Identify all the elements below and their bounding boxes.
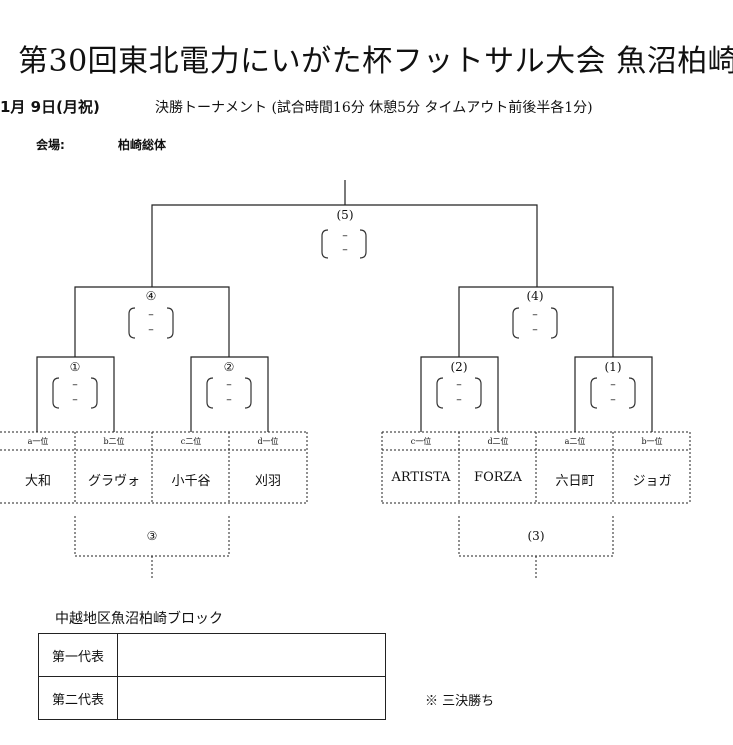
left-qf2-label: ② [223,360,235,374]
team-name: ジョガ [632,474,672,489]
right-semi-score-top: – [532,308,538,321]
left-qf1-label: ① [69,360,81,374]
final-score-bottom: – [342,243,348,256]
rep-value [117,633,386,677]
right-qf2-score-paren [590,377,636,409]
left-semi-score-top: – [148,308,154,321]
right-qf1-score-paren [436,377,482,409]
left-qf1-score-paren [52,377,98,409]
final-label: (5) [336,208,354,222]
left-team-grid [0,431,308,504]
right-qf1-label: (2) [450,360,468,374]
venue-name: 柏崎総体 [118,138,167,152]
right-team-grid [381,431,691,504]
left-qf1-score-bottom: – [72,393,78,406]
team-rank: a二位 [564,437,586,446]
table-row: 第二代表 [38,676,386,720]
right-third-place-label: (3) [527,529,545,543]
right-qf2-line [574,356,653,432]
team-name: ARTISTA [391,470,451,485]
left-third-place-label: ③ [146,529,158,543]
right-semi-score-bottom: – [532,323,538,336]
final-bracket-line [151,204,538,287]
left-qf2-score-bottom: – [226,393,232,406]
page-title: 第30回東北電力にいがた杯フットサル大会 魚沼柏崎 [18,44,733,79]
team-rank: c一位 [410,437,432,446]
final-score-paren [321,229,367,259]
team-name: グラヴォ [87,474,140,489]
left-semi-score-paren [128,307,174,339]
right-qf1-score-top: – [456,378,462,391]
rep-value [117,676,386,720]
tournament-description: 決勝トーナメント (試合時間16分 休憩5分 タイムアウト前後半各1分) [155,100,593,116]
team-rank: a一位 [27,437,49,446]
footnote: ※ 三決勝ち [425,694,495,709]
right-qf1-line [420,356,499,432]
team-rank: b一位 [641,437,663,446]
left-semi-label: ④ [145,289,157,303]
representatives-table: 第一代表 第二代表 [38,633,386,720]
team-name: 六日町 [555,474,595,489]
team-rank: b二位 [103,437,125,446]
right-semi-score-paren [512,307,558,339]
right-qf2-score-bottom: – [610,393,616,406]
team-name: 刈羽 [254,474,281,489]
team-rank: c二位 [180,437,202,446]
rep-label: 第二代表 [38,676,118,720]
venue-label: 会場: [36,138,65,152]
table-row: 第一代表 [38,633,386,677]
right-semi-line [458,286,614,357]
final-score-top: – [342,229,348,242]
team-rank: d二位 [487,437,509,446]
left-qf1-line [36,356,115,432]
block-title: 中越地区魚沼柏崎ブロック [55,611,223,627]
right-qf2-label: (1) [604,360,622,374]
right-qf1-score-bottom: – [456,393,462,406]
team-name: FORZA [474,470,522,485]
team-name: 大和 [24,474,51,489]
right-semi-label: (4) [526,289,544,303]
left-semi-line [74,286,230,357]
tournament-bracket [0,180,691,578]
left-qf1-score-top: – [72,378,78,391]
match-date: 1月 9日(月祝) [0,98,100,116]
right-qf2-score-top: – [610,378,616,391]
rep-label: 第一代表 [38,633,118,677]
team-name: 小千谷 [171,474,211,489]
left-qf2-score-paren [206,377,252,409]
left-qf2-line [190,356,269,432]
left-qf2-score-top: – [226,378,232,391]
team-rank: d一位 [257,437,279,446]
left-semi-score-bottom: – [148,323,154,336]
